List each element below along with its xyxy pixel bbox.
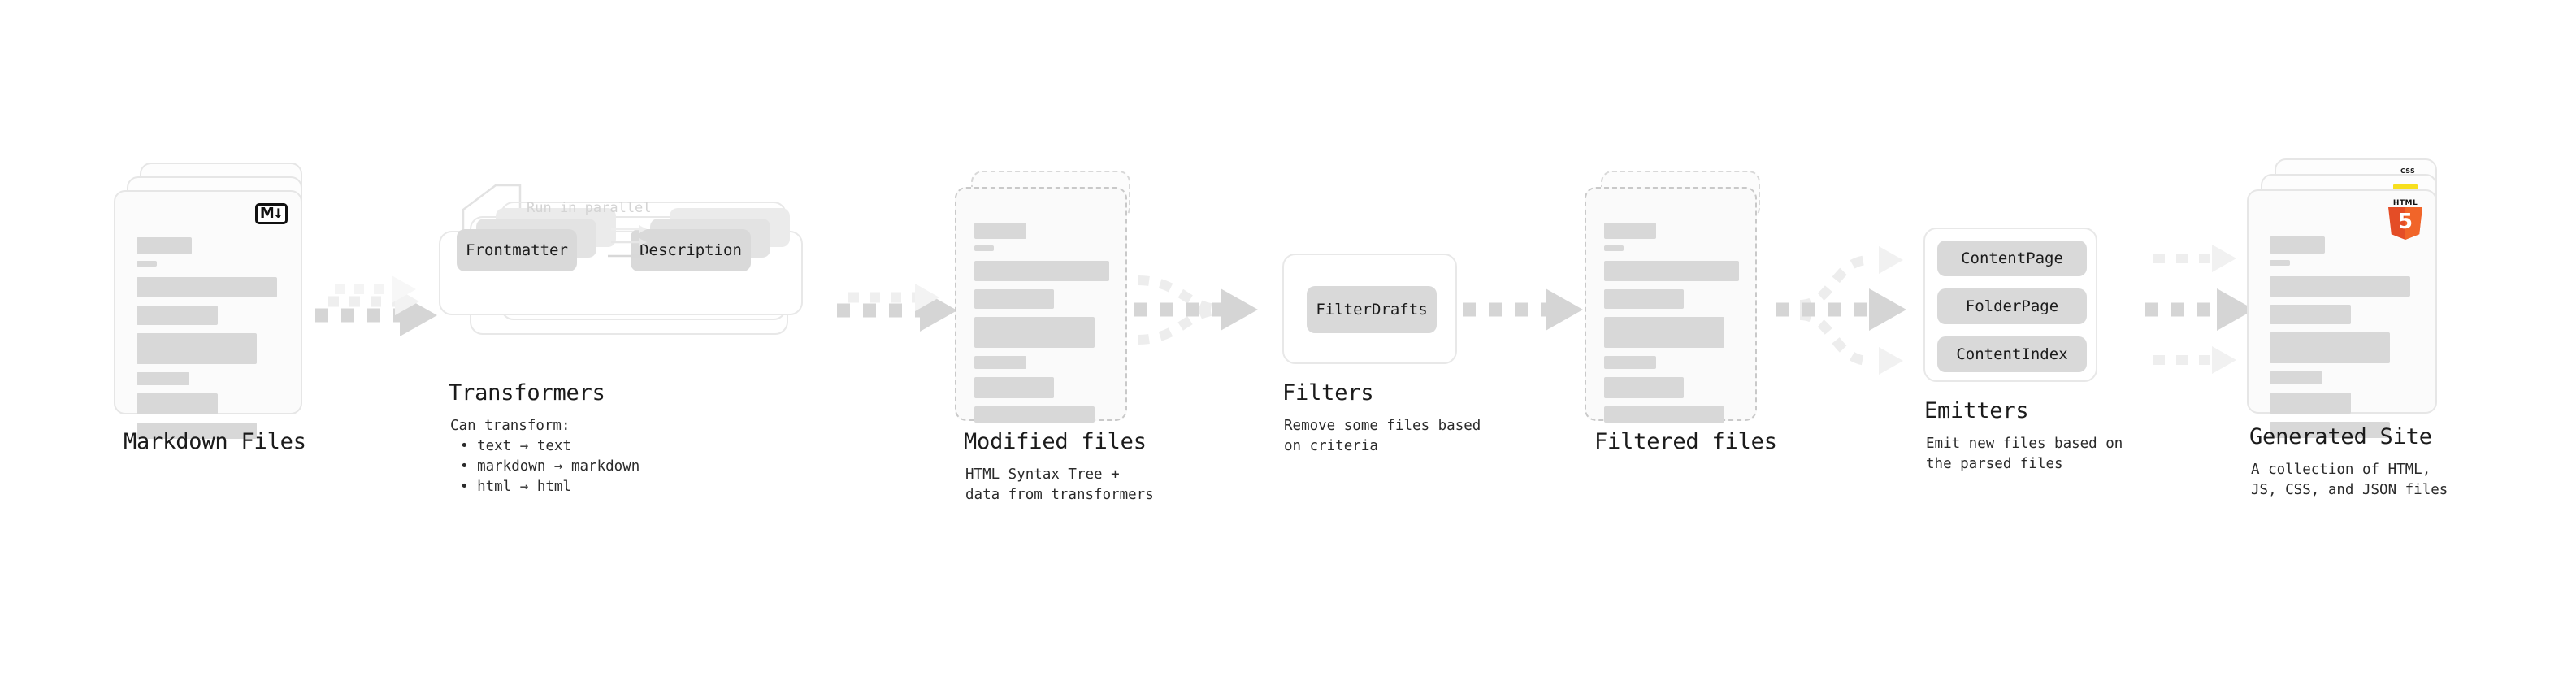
run-in-parallel-note: Run in parallel — [527, 200, 652, 216]
skeleton-bar — [1604, 223, 1656, 239]
filters-box[interactable]: FilterDrafts — [1282, 254, 1457, 364]
doc-card-markdown[interactable]: M↓ — [114, 190, 302, 439]
skeleton-bar — [2270, 236, 2325, 254]
skeleton-bar — [1604, 356, 1656, 369]
skeleton-bar — [974, 289, 1054, 309]
skeleton-bar — [137, 333, 257, 364]
bullet-item: • text → text — [460, 438, 571, 454]
stage-title-modified-files: Modified files — [964, 429, 1147, 454]
skeleton-bar — [974, 223, 1026, 239]
stage-filtered-files — [1585, 171, 1796, 431]
skeleton-bar — [974, 245, 994, 251]
skeleton-bar — [974, 406, 1095, 423]
skeleton-bar — [1604, 289, 1684, 309]
stage-subtitle-generated-site: A collection of HTML, JS, CSS, and JSON … — [2251, 462, 2448, 498]
doc-card-modified[interactable] — [955, 187, 1127, 423]
skeleton-bar — [137, 393, 218, 414]
html5-shield: 5 — [2388, 207, 2422, 240]
bullet-item: • html → html — [460, 479, 571, 495]
connector-transformers-to-modified — [837, 284, 957, 332]
skeleton-bar — [2270, 305, 2351, 324]
skeleton-bar — [2270, 371, 2322, 384]
skeleton-bar — [974, 261, 1109, 281]
connector-filtered-to-emitters — [1776, 246, 1906, 375]
stage-title-transformers: Transformers — [449, 380, 605, 406]
stage-subtitle-emitters: Emit new files based on the parsed files — [1926, 436, 2123, 472]
stage-modified-files — [955, 171, 1166, 431]
html5-badge-digit: 5 — [2397, 209, 2413, 234]
markdown-badge: M↓ — [255, 203, 288, 224]
skeleton-bar — [1604, 406, 1724, 423]
stage-title-filtered-files: Filtered files — [1594, 429, 1777, 454]
doc-skeleton — [1604, 223, 1739, 423]
skeleton-bar — [974, 317, 1095, 348]
skeleton-bar — [974, 377, 1054, 398]
chip-filterdrafts[interactable]: FilterDrafts — [1307, 286, 1437, 333]
skeleton-bar — [2270, 393, 2351, 414]
transformers-box[interactable]: Frontmatter Description — [439, 208, 803, 315]
transformers-bullet-list: • text → text • markdown → markdown • ht… — [460, 436, 640, 497]
stage-generated-site: CSS HTML 5 — [2247, 158, 2474, 438]
chip-folderpage[interactable]: FolderPage — [1937, 288, 2087, 324]
skeleton-bar — [1604, 377, 1684, 398]
stage-subtitle-filters: Remove some files based on criteria — [1284, 418, 1481, 454]
skeleton-bar — [137, 277, 277, 297]
connector-filters-to-filtered — [1463, 288, 1583, 331]
markdown-badge-arrow: ↓ — [272, 206, 284, 221]
stage-filters: FilterDrafts — [1282, 254, 1461, 367]
skeleton-bar — [137, 237, 192, 254]
doc-card-generated-site[interactable]: HTML 5 — [2247, 189, 2437, 438]
emitters-box[interactable]: ContentPage FolderPage ContentIndex — [1923, 228, 2097, 382]
stage-transformers: Frontmatter Description — [439, 202, 845, 366]
skeleton-bar — [2270, 422, 2390, 438]
stage-markdown-files: M↓ — [114, 163, 333, 439]
skeleton-bar — [137, 423, 257, 439]
doc-skeleton — [2270, 236, 2418, 438]
skeleton-bar — [974, 356, 1026, 369]
skeleton-bar — [1604, 245, 1624, 251]
stage-title-generated-site: Generated Site — [2249, 424, 2432, 449]
stage-title-filters: Filters — [1282, 380, 1374, 406]
skeleton-bar — [1604, 317, 1724, 348]
stage-subtitle-modified-files: HTML Syntax Tree + data from transformer… — [965, 466, 1154, 503]
skeleton-bar — [2270, 260, 2290, 266]
chip-contentindex[interactable]: ContentIndex — [1937, 336, 2087, 372]
skeleton-bar — [2270, 332, 2390, 363]
doc-skeleton — [974, 223, 1109, 423]
skeleton-bar — [1604, 261, 1739, 281]
skeleton-bar — [137, 261, 157, 267]
skeleton-bar — [2270, 276, 2410, 297]
transformers-inner-arrows — [608, 225, 652, 260]
stage-title-emitters: Emitters — [1924, 398, 2029, 423]
html5-badge: HTML 5 — [2388, 199, 2422, 240]
chip-contentpage[interactable]: ContentPage — [1937, 241, 2087, 276]
connector-md-to-transformers — [315, 275, 437, 336]
doc-skeleton — [137, 237, 283, 439]
stage-title-markdown-files: Markdown Files — [124, 429, 306, 454]
stage-subtitle-transformers: Can transform: — [450, 418, 570, 434]
chip-description[interactable]: Description — [631, 229, 751, 271]
markdown-badge-letter: M — [259, 205, 275, 222]
stage-emitters: ContentPage FolderPage ContentIndex — [1923, 228, 2110, 390]
chip-frontmatter[interactable]: Frontmatter — [457, 229, 577, 271]
bullet-item: • markdown → markdown — [460, 458, 640, 475]
skeleton-bar — [137, 306, 218, 325]
css-badge-label: CSS — [2400, 167, 2416, 175]
doc-card-filtered[interactable] — [1585, 187, 1757, 423]
connector-emitters-to-site — [2145, 245, 2254, 374]
html5-badge-label: HTML — [2392, 199, 2418, 207]
skeleton-bar — [137, 372, 189, 385]
